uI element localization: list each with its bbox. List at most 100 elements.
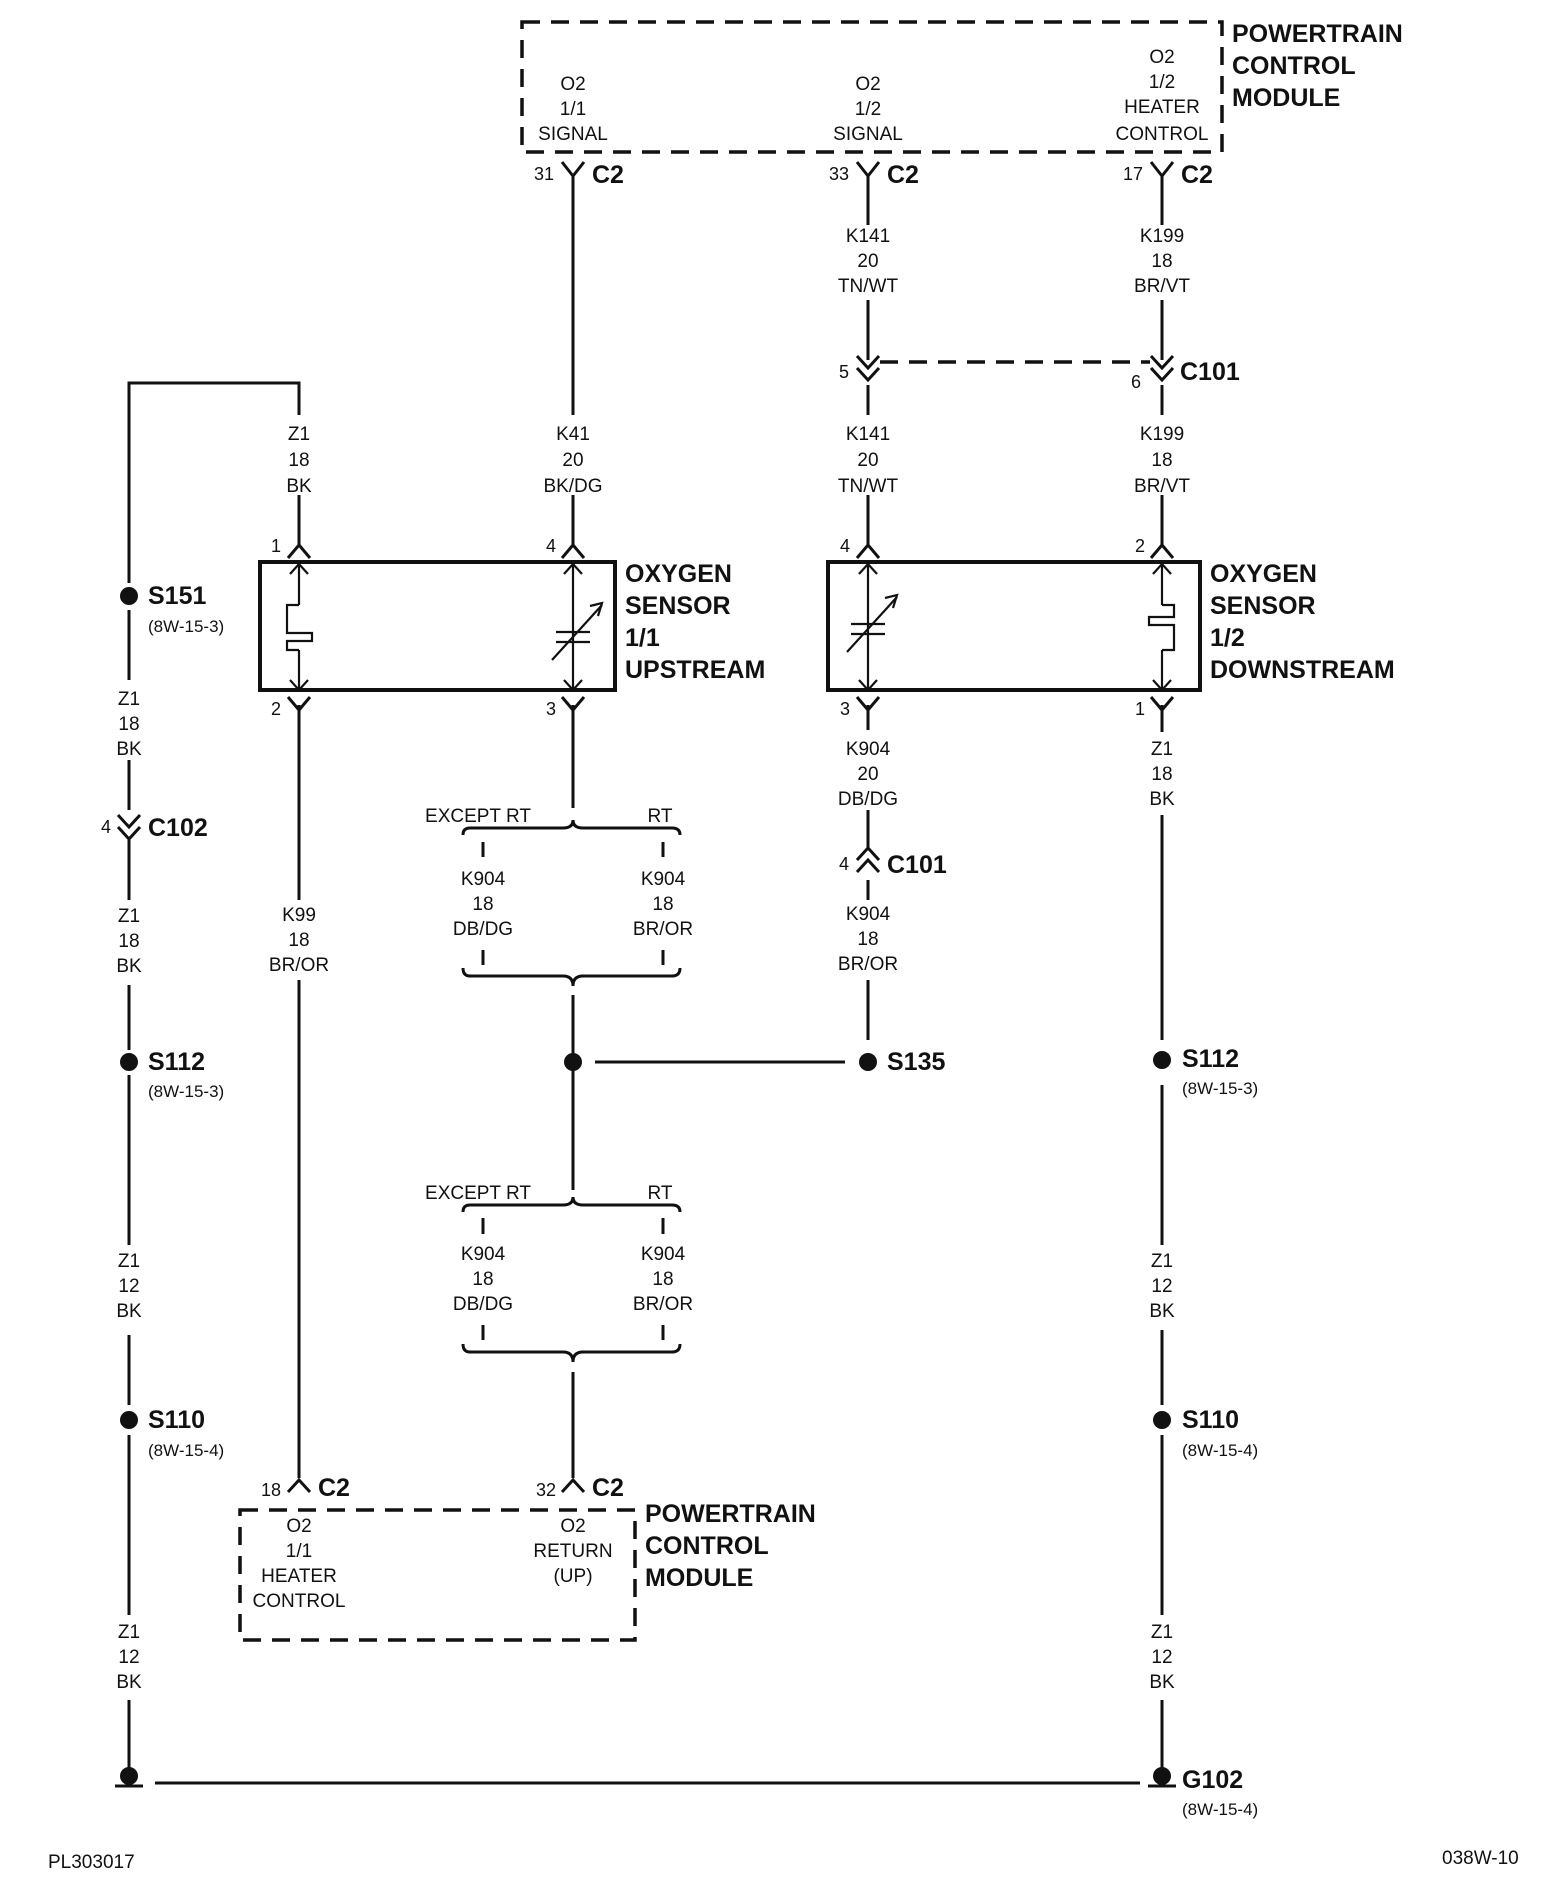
- ground-g102-label: G102: [1182, 1766, 1243, 1794]
- pcm-bottom-pin2-line3: (UP): [553, 1566, 592, 1587]
- c101-top-label: C101: [1180, 358, 1240, 386]
- k904-down1-color: DB/DG: [838, 789, 898, 810]
- z1-s112-left-gauge: 12: [118, 1276, 139, 1297]
- c101-low-terminal: [855, 845, 881, 874]
- pcm-bottom-terminal-32: [560, 1477, 586, 1494]
- pcm-bottom-pin1-line1: O2: [286, 1516, 311, 1537]
- k141-top-gauge: 20: [857, 251, 878, 272]
- sensor-down-terminal-3: [855, 696, 881, 713]
- sensor-up-variable-resistor-icon: [551, 562, 604, 692]
- pcm-top-title-2: CONTROL: [1232, 52, 1356, 80]
- bracket-b-rt: RT: [648, 1183, 673, 1204]
- sensor-up-pin-1: 1: [271, 536, 281, 556]
- k41-color: BK/DG: [543, 476, 602, 497]
- pcm-bottom-terminal-18: [286, 1477, 312, 1494]
- footer-left-code: PL303017: [48, 1852, 135, 1873]
- z1-down3-gauge: 12: [1151, 1647, 1172, 1668]
- c102-pin: 4: [101, 817, 111, 837]
- pcm-top-title-3: MODULE: [1232, 84, 1340, 112]
- pcm-top-pin3-line1: O2: [1149, 47, 1174, 68]
- pcm-top-pin1-line3: SIGNAL: [538, 124, 608, 145]
- pcm-bottom-pin-32: 32: [536, 1480, 556, 1500]
- pcm-top-terminal-17: [1149, 161, 1175, 179]
- k141-mid-code: K141: [846, 424, 890, 445]
- pcm-bottom-pin1-line3: HEATER: [261, 1566, 337, 1587]
- splice-s110-left-dot: [120, 1411, 138, 1429]
- sensor-up-terminal-2: [286, 696, 312, 713]
- sensor-down-box: [826, 560, 1202, 692]
- pcm-bottom-title-2: CONTROL: [645, 1532, 769, 1560]
- z1-s110-left-gauge: 12: [118, 1647, 139, 1668]
- z1-down1-gauge: 18: [1151, 764, 1172, 785]
- sensor-up-title-1: OXYGEN: [625, 560, 732, 588]
- z1-s151-color: BK: [116, 739, 142, 760]
- pcm-top-conn-c2-a: C2: [592, 161, 624, 189]
- z1-down2-gauge: 12: [1151, 1276, 1172, 1297]
- right-trunk: Z1 18 BK S112 (8W-15-3) Z1 12 BK S110 (8…: [1148, 739, 1258, 1819]
- oxygen-sensor-upstream: 1 4 2 3 OXYGEN SENSOR 1/1 UPSTREAM: [258, 536, 765, 719]
- bracket-a-top: [461, 819, 682, 836]
- splice-s110-right-dot: [1153, 1411, 1171, 1429]
- pcm-bottom-conn-c2-a: C2: [318, 1474, 350, 1502]
- sensor-up-pin-2: 2: [271, 699, 281, 719]
- splice-s110-right-ref: (8W-15-4): [1182, 1441, 1258, 1460]
- sensor-down-pin-4: 4: [840, 536, 850, 556]
- k904-down2-gauge: 18: [857, 929, 878, 950]
- k904-down2-code: K904: [846, 904, 891, 925]
- pcm-top-pin-17: 17: [1123, 164, 1143, 184]
- pcm-top-terminal-33: [855, 161, 881, 179]
- pcm-bottom-pin2-line2: RETURN: [533, 1541, 612, 1562]
- c101-top-terminal-6: [1149, 354, 1175, 383]
- bracket-b-top: [461, 1196, 682, 1213]
- c101-low-pin: 4: [839, 854, 849, 874]
- pcm-bottom: 18 32 C2 C2 O2 1/1 HEATER CONTROL O2 RET…: [238, 1474, 816, 1642]
- bracket-b-bottom: [461, 1343, 682, 1363]
- left-trunk: S151 (8W-15-3) Z1 18 BK 4 C102 Z1 18 BK …: [101, 582, 329, 1788]
- pcm-bottom-title-3: MODULE: [645, 1564, 753, 1592]
- k904-b-left-gauge: 18: [472, 1269, 493, 1290]
- pcm-top-dashed-box: [520, 20, 1224, 154]
- k904-b-right-code: K904: [641, 1244, 686, 1265]
- splice-s112-right-ref: (8W-15-3): [1182, 1079, 1258, 1098]
- wire-labels-top: K141 20 TN/WT K199 18 BR/VT K141 20 TN/W…: [286, 226, 1190, 497]
- pcm-top-pin2-line1: O2: [855, 74, 880, 95]
- k904-a-left-gauge: 18: [472, 894, 493, 915]
- z1-down3-color: BK: [1149, 1672, 1175, 1693]
- z1-s112-left-code: Z1: [118, 1251, 140, 1272]
- splice-s112-right-dot: [1153, 1051, 1171, 1069]
- k99-color: BR/OR: [269, 955, 329, 976]
- sensor-up-pin-3: 3: [546, 699, 556, 719]
- pcm-bottom-title-1: POWERTRAIN: [645, 1500, 816, 1528]
- z1-s151-code: Z1: [118, 689, 140, 710]
- sensor-down-title-4: DOWNSTREAM: [1210, 656, 1395, 684]
- k904-a-right-code: K904: [641, 869, 686, 890]
- k199-top-color: BR/VT: [1134, 276, 1190, 297]
- z1-c102-color: BK: [116, 956, 142, 977]
- z1-down1-color: BK: [1149, 789, 1175, 810]
- splice-s135-dot: [859, 1053, 877, 1071]
- k41-gauge: 20: [562, 450, 583, 471]
- k904-down1-gauge: 20: [857, 764, 878, 785]
- pcm-top: POWERTRAIN CONTROL MODULE O2 1/1 SIGNAL …: [520, 20, 1403, 189]
- k199-mid-color: BR/VT: [1134, 476, 1190, 497]
- oxygen-sensor-downstream: 4 2 3 1 OXYGEN SENSOR 1/2 DOWNSTREAM: [826, 536, 1395, 719]
- k141-top-code: K141: [846, 226, 890, 247]
- pcm-top-pin1-line1: O2: [560, 74, 585, 95]
- k904-b-left-color: DB/DG: [453, 1294, 513, 1315]
- sensor-down-title-1: OXYGEN: [1210, 560, 1317, 588]
- sensor-down-variable-resistor-icon: [846, 562, 899, 692]
- pcm-top-conn-c2-c: C2: [1181, 161, 1213, 189]
- pcm-bottom-pin-18: 18: [261, 1480, 281, 1500]
- k141-mid-color: TN/WT: [838, 476, 899, 497]
- splice-s110-left-ref: (8W-15-4): [148, 1441, 224, 1460]
- sensor-up-heater-icon: [285, 562, 314, 692]
- sensor-down-pin-3: 3: [840, 699, 850, 719]
- pcm-bottom-conn-c2-b: C2: [592, 1474, 624, 1502]
- z1-down2-code: Z1: [1151, 1251, 1173, 1272]
- k199-top-code: K199: [1140, 226, 1184, 247]
- center-splice: S135: [564, 1048, 945, 1076]
- bracket-a-except-rt: EXCEPT RT: [425, 806, 531, 827]
- wire-lines: [127, 176, 1164, 1785]
- c102-label: C102: [148, 814, 208, 842]
- z1-down1-code: Z1: [1151, 739, 1173, 760]
